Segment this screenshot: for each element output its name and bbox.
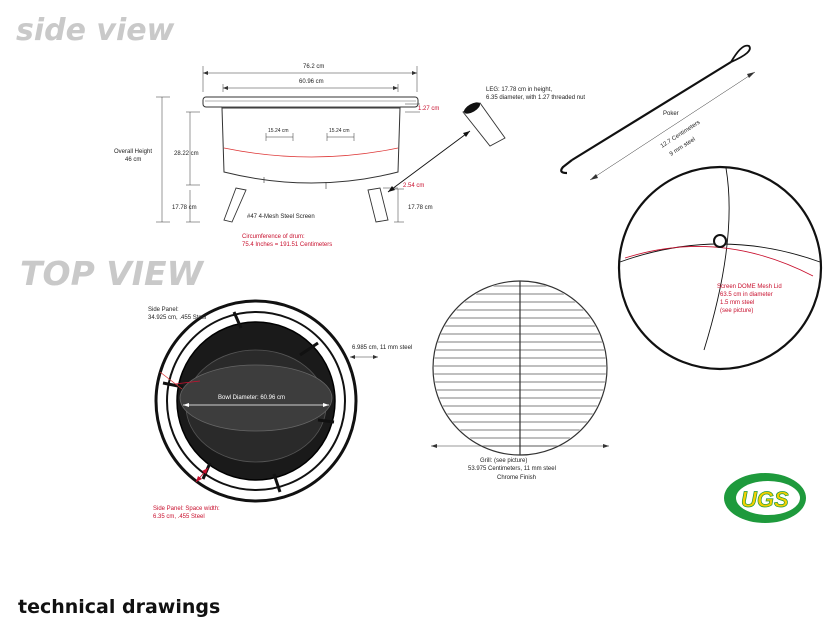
panel-gap-label: 6.985 cm, 11 mm steel (352, 345, 412, 351)
space-width-value: 6.35 cm, .455 Steel (153, 514, 205, 520)
overall-height-title: Overall Height (114, 149, 152, 155)
lid-rim (617, 165, 823, 371)
poker-handle (730, 44, 751, 63)
mesh-screen-label: #47 4-Mesh Steel Screen (247, 214, 315, 220)
ugs-logo: UGS (724, 473, 806, 523)
width-inner-label: 60.96 cm (299, 79, 324, 85)
overall-height-value: 46 cm (125, 157, 141, 163)
poker-hook (560, 159, 573, 175)
poker-drawing: Poker 12.7 Centimeters 9 mm steel (560, 44, 756, 181)
side-panel-title: Side Panel: (148, 307, 179, 313)
logo-text: UGS (741, 487, 789, 512)
side-view-header: side view (16, 13, 175, 48)
lid-handle-ring (713, 234, 727, 248)
poker-rod (571, 61, 732, 161)
circumference-title: Circumference of drum: (242, 234, 305, 240)
grill-drawing: Grill: (see picture) 53.975 Centimeters,… (431, 280, 609, 481)
poker-dimension-line (589, 71, 756, 181)
vent-left-label: 15.24 cm (268, 128, 289, 134)
side-view-drawing: 76.2 cm 60.96 cm 15.24 cm 15.24 cm 1.27 … (114, 64, 585, 248)
circumference-line (223, 147, 399, 158)
lid-spec-line1: Screen DOME Mesh Lid (717, 284, 782, 290)
grill-spec-line1: Grill: (see picture) (480, 458, 527, 464)
panel-support-top (232, 311, 243, 329)
grill-spec-line3: Chrome Finish (497, 475, 536, 481)
leg-spec-line1: LEG: 17.78 cm in height, (486, 87, 552, 93)
leg-right (367, 187, 389, 223)
leg-threaded-nut (463, 102, 481, 114)
panel-support-left (162, 381, 184, 389)
panel-support-right (299, 341, 319, 357)
drum-body (221, 107, 401, 184)
leg-height-right-label: 17.78 cm (408, 205, 433, 211)
dome-lid-drawing: Screen DOME Mesh Lid 63.5 cm in diameter… (617, 165, 823, 371)
lid-spec-line4: (see picture) (720, 308, 753, 314)
rim-height-label: 1.27 cm (418, 106, 439, 112)
leg-offset-label: 2.54 cm (403, 183, 424, 189)
leg-left (223, 187, 247, 223)
lid-spec-line3: 1.5 mm steel (720, 300, 754, 306)
width-outer-label: 76.2 cm (303, 64, 324, 70)
lid-spec-line2: 63.5 cm in diameter (720, 292, 773, 298)
footer-title: technical drawings (18, 596, 221, 618)
leg-callout-arrow (387, 130, 471, 193)
space-width-title: Side Panel: Space width: (153, 506, 220, 512)
side-panel-value: 34.925 cm, .455 Steel (148, 315, 206, 321)
panel-support-bottom (272, 473, 282, 493)
bowl-interior (179, 364, 333, 432)
top-view-header: TOP VIEW (20, 254, 205, 293)
grill-spec-line2: 53.975 Centimeters, 11 mm steel (468, 466, 556, 472)
circumference-value: 75.4 Inches = 191.51 Centimeters (242, 242, 332, 248)
top-view-drawing: Bowl Diameter: 60.96 cm Side Panel: 34.9… (148, 299, 412, 520)
poker-title: Poker (663, 111, 679, 117)
leg-height-left-label: 17.78 cm (172, 205, 197, 211)
drum-height-label: 28.22 cm (174, 151, 199, 157)
drum-rim (202, 96, 419, 108)
vent-right-label: 15.24 cm (329, 128, 350, 134)
bowl-diameter-label: Bowl Diameter: 60.96 cm (218, 395, 285, 401)
leg-spec-line2: 6.35 diameter, with 1.27 threaded nut (486, 95, 585, 101)
panel-support-right-lower (317, 418, 335, 424)
